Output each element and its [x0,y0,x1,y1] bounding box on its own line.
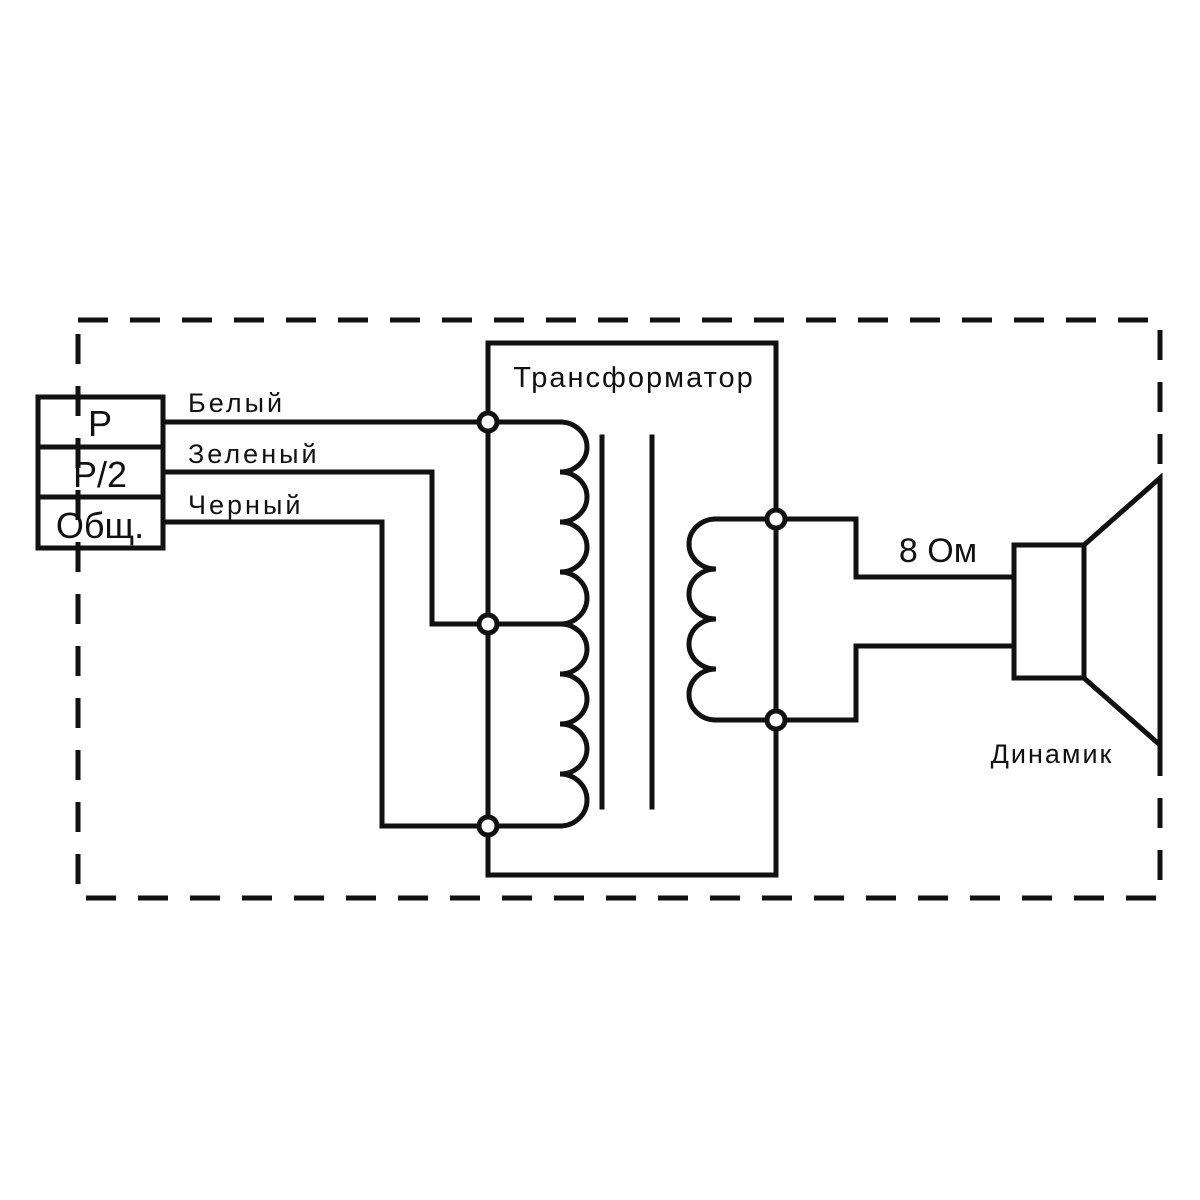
terminal-p-half: P/2 [73,454,127,495]
wire-label-white: Белый [188,388,285,418]
transformer-box [485,340,779,878]
terminal-p: P [88,403,112,444]
terminal-block: P P/2 Общ. [35,394,166,551]
wire-label-black: Черный [188,490,303,520]
wire-label-green: Зеленый [188,439,320,469]
secondary-winding [686,516,779,723]
transformer-label: Трансформатор [513,362,755,394]
primary-winding [485,419,590,829]
speaker-icon [1011,472,1163,751]
impedance-label: 8 Ом [899,532,977,570]
junction-dot [476,814,500,838]
junction-dot [764,708,788,732]
wire-output-top [773,516,1017,580]
speaker-label: Динамик [991,739,1114,769]
terminal-common: Общ. [56,505,144,546]
junction-dot [476,612,500,636]
junction-dot [764,507,788,531]
wire-black [160,519,491,829]
wire-output-bottom [773,643,1017,723]
junction-dot [476,410,500,434]
wire-green [160,469,491,627]
